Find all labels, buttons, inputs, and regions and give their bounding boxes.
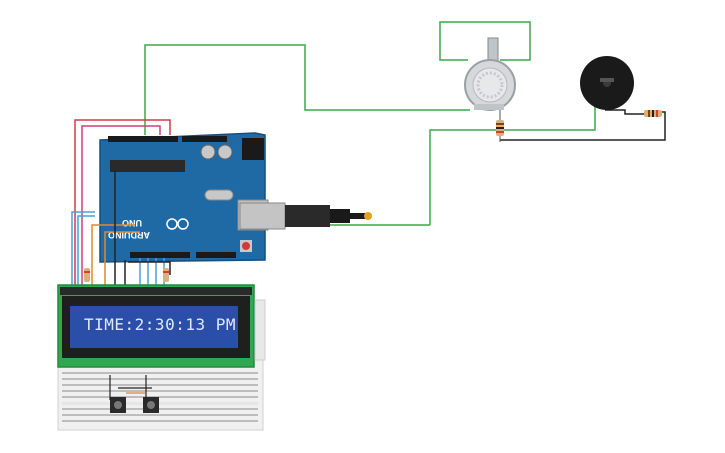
resistor-sensor-icon[interactable] (496, 110, 504, 142)
wire-black-3[interactable] (128, 261, 171, 275)
wire-orange-left[interactable] (91, 224, 135, 285)
arduino-model-text: UNO (122, 218, 142, 228)
wire-green-buzzer[interactable] (429, 100, 596, 225)
wire-button-link[interactable] (109, 375, 152, 400)
wire-green-top[interactable] (144, 44, 470, 135)
wire-blue-left-2[interactable] (77, 215, 95, 285)
lcd-module[interactable]: TIME:2:30:13 PM (57, 284, 255, 368)
pushbutton-1[interactable] (110, 397, 126, 413)
pushbutton-2[interactable] (143, 397, 159, 413)
arduino-board[interactable]: ARDUINO UNO (99, 132, 269, 263)
arduino-logo-text: ARDUINO (108, 230, 150, 240)
wire-pink-left[interactable] (81, 125, 161, 285)
resistor-buzzer-icon[interactable] (644, 110, 662, 117)
resistor-lcd-left-icon[interactable] (84, 268, 90, 282)
wire-orange-right[interactable] (104, 231, 140, 285)
wire-red-left[interactable] (74, 119, 171, 285)
wire-black-buzzer-2[interactable] (605, 109, 645, 115)
lcd-line-1: TIME:2:30:13 PM (84, 315, 236, 334)
piezo-buzzer-icon[interactable] (580, 56, 634, 110)
resistor-lcd-right-icon[interactable] (163, 268, 169, 282)
wire-black-buzzer[interactable] (500, 111, 666, 141)
wire-blue-left[interactable] (71, 211, 95, 285)
wire-green-loop[interactable] (439, 21, 531, 61)
usb-cable-icon[interactable] (239, 202, 372, 230)
gas-sensor-icon[interactable] (464, 37, 516, 111)
